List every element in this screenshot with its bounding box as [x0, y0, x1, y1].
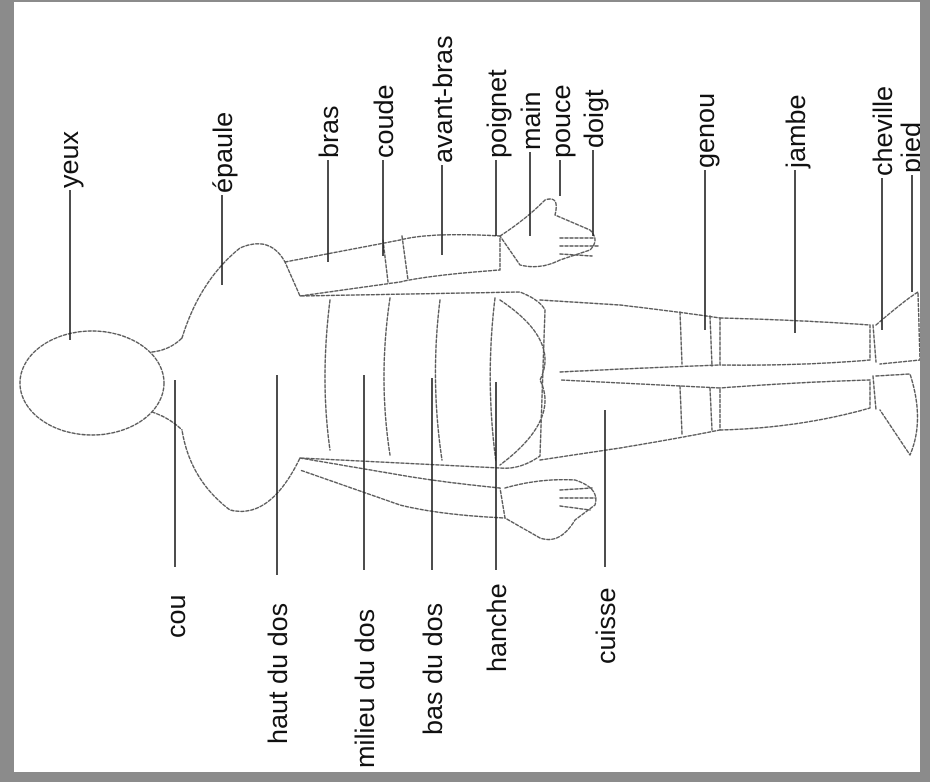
hip-outline — [500, 300, 545, 465]
label-hanche: hanche — [482, 583, 512, 672]
part-labels: yeux épaule bras coude avant-bras poigne… — [54, 35, 926, 768]
label-genou: genou — [690, 93, 720, 168]
head-outline — [20, 331, 164, 435]
knee-bands — [680, 312, 712, 434]
label-epaule: épaule — [208, 112, 238, 193]
label-cuisse: cuisse — [591, 587, 621, 664]
label-haut-du-dos: haut du dos — [263, 603, 293, 744]
label-bras: bras — [314, 105, 344, 158]
label-coude: coude — [369, 84, 399, 158]
label-avant-bras: avant-bras — [428, 35, 458, 163]
label-cou: cou — [161, 594, 191, 638]
back-section-lines — [325, 298, 496, 462]
label-yeux: yeux — [54, 130, 84, 188]
body-figure — [20, 199, 920, 540]
label-poignet: poignet — [482, 69, 512, 158]
neck-outline — [152, 338, 182, 430]
label-cheville: cheville — [868, 86, 898, 176]
label-bas-du-dos: bas du dos — [418, 603, 448, 735]
label-doigt: doigt — [579, 89, 609, 148]
label-pouce: pouce — [546, 84, 576, 158]
ankle-bands — [873, 325, 876, 410]
label-main: main — [516, 91, 546, 150]
leader-lines — [70, 150, 912, 575]
upper-arm-outline — [285, 235, 500, 296]
hand-top-outline — [500, 199, 595, 267]
label-pied: pied — [896, 122, 926, 173]
label-jambe: jambe — [781, 94, 811, 169]
upper-leg-outline — [540, 300, 720, 372]
fingers-bottom — [560, 488, 596, 510]
lower-leg-outline — [540, 380, 720, 460]
shin-outline — [720, 318, 870, 430]
label-milieu-du-dos: milieu du dos — [350, 609, 380, 768]
